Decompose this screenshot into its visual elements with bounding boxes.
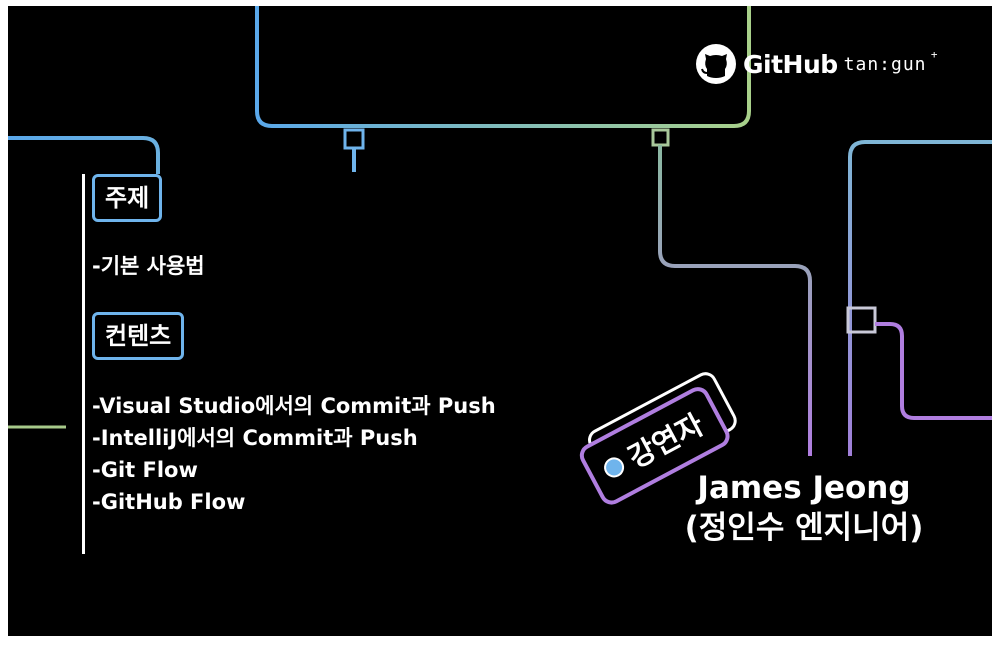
circuit-pad [343, 128, 365, 150]
circuit-trace-left [8, 136, 160, 174]
circuit-pad [846, 306, 877, 334]
circuit-trace-mid [658, 145, 812, 456]
list-item: -Git Flow [92, 458, 198, 482]
section-divider [82, 174, 85, 554]
list-item: -GitHub Flow [92, 490, 246, 514]
speaker-name-block: James Jeong (정인수 엔지니어) [654, 468, 954, 548]
badge-dot-icon [604, 457, 625, 478]
speaker-name-korean: (정인수 엔지니어) [684, 510, 924, 546]
presentation-slide: GitHub tan:gun+ 주제 -기본 사용법 컨텐츠 -Visual S… [8, 6, 992, 636]
logo: GitHub tan:gun+ [695, 40, 938, 88]
speaker-name: James Jeong [697, 470, 911, 506]
speaker-badge: 강연자 [564, 366, 744, 506]
list-item: -IntelliJ에서의 Commit과 Push [92, 426, 418, 450]
list-item: -Visual Studio에서의 Commit과 Push [92, 394, 496, 418]
logo-partner-name: tan:gun [843, 53, 927, 75]
contents-tag: 컨텐츠 [92, 312, 185, 360]
logo-partner-mark: + [930, 47, 939, 61]
github-octocat-icon [696, 44, 736, 84]
contents-list: -Visual Studio에서의 Commit과 Push -IntelliJ… [92, 390, 496, 518]
logo-partner-text: tan:gun+ [843, 48, 938, 75]
topic-tag: 주제 [92, 174, 163, 222]
topic-item: -기본 사용법 [92, 254, 205, 278]
circuit-pad [651, 128, 670, 147]
circuit-trace-top [255, 6, 751, 128]
logo-github-text: GitHub [743, 49, 838, 79]
circuit-trace-right [848, 140, 992, 456]
circuit-decoration [8, 6, 992, 456]
badge-graphic: 강연자 [579, 372, 737, 505]
